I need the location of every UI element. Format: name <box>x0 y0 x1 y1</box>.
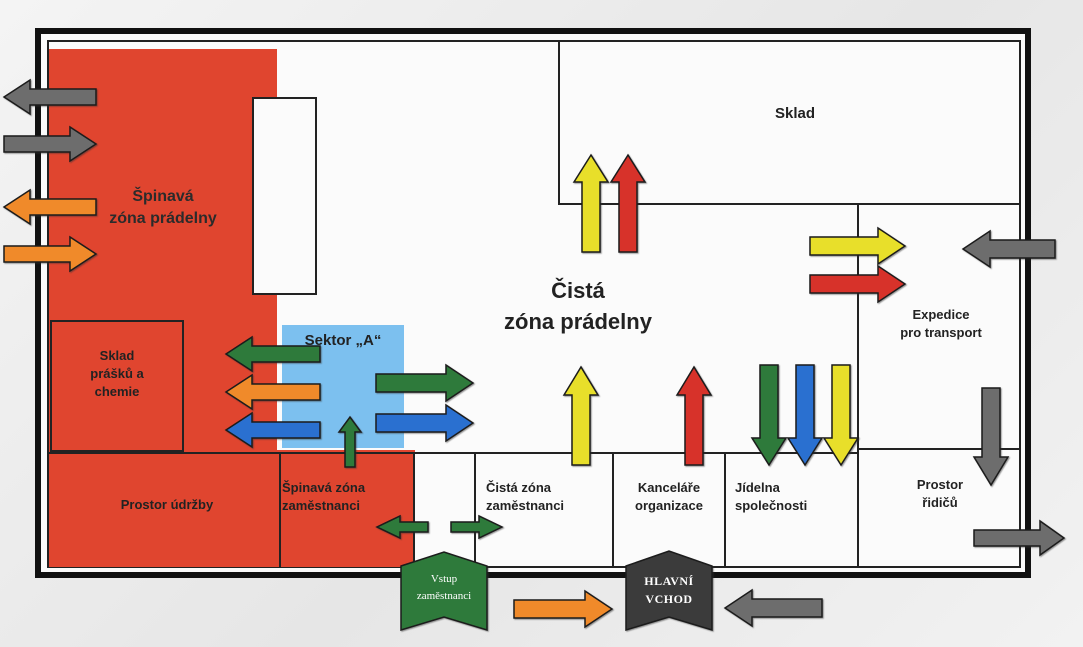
label-main-entrance: HLAVNÍ VCHOD <box>644 574 694 606</box>
gray-arrow-down-drivers <box>972 387 1010 487</box>
yellow-arrow-down-canteen <box>822 364 860 467</box>
gray-arrow-right-1 <box>3 125 98 163</box>
yellow-arrow-right-expedition <box>809 226 907 266</box>
orange-arrow-right-bottom <box>513 589 614 629</box>
green-arrow-down-canteen <box>750 364 788 467</box>
red-arrow-up-warehouse <box>609 153 647 253</box>
label-maintenance: Prostor údržby <box>120 497 214 512</box>
label-offices: Kanceláře organizace <box>635 480 703 513</box>
green-arrow-right-sector <box>375 363 475 403</box>
orange-arrow-left-1 <box>2 188 97 226</box>
label-clean-laundry: Čistá zóna prádelny <box>504 278 652 334</box>
label-warehouse: Sklad <box>774 105 816 122</box>
staff-entrance-marker <box>400 551 488 632</box>
plan-inner-frame <box>47 40 1021 568</box>
red-arrow-right-expedition <box>809 264 907 304</box>
dirty-zone-column <box>252 97 317 295</box>
powder-storage-box <box>50 320 184 452</box>
gray-arrow-left-1 <box>2 78 97 116</box>
label-sector-a: Sektor „A“ <box>304 332 382 349</box>
red-arrow-up-offices <box>675 365 713 466</box>
label-staff-entrance: Vstup zaměstnanci <box>416 573 472 602</box>
gray-arrow-left-bottom <box>723 588 823 628</box>
gray-arrow-right-exit <box>973 519 1066 557</box>
label-expedition: Expedice pro transport <box>900 307 982 340</box>
main-entrance-marker <box>625 550 713 632</box>
blue-arrow-left-sector <box>224 411 321 449</box>
label-dirty-staff: Špinavá zóna zaměstnanci <box>282 480 366 513</box>
orange-arrow-left-sector <box>224 373 321 411</box>
label-drivers: Prostor řidičů <box>916 477 964 510</box>
green-arrow-left-sector <box>224 335 321 373</box>
green-arrow-up-small <box>337 415 363 468</box>
yellow-arrow-up-clean-staff <box>562 365 600 466</box>
label-dirty-laundry: Špinavá zóna prádelny <box>109 188 217 227</box>
lower-red-zone <box>49 450 415 567</box>
green-arrow-right-corridor <box>450 514 504 540</box>
label-powder-storage: Sklad prášků a chemie <box>90 348 144 399</box>
gray-arrow-left-expedition <box>961 229 1056 269</box>
yellow-arrow-up-warehouse <box>572 153 610 253</box>
drivers-box <box>857 448 1021 568</box>
label-clean-staff: Čistá zóna zaměstnanci <box>486 480 565 513</box>
label-canteen: Jídelna společnosti <box>735 480 808 513</box>
orange-arrow-right-1 <box>3 235 98 273</box>
warehouse-box <box>558 40 1021 205</box>
blue-arrow-down-canteen <box>786 364 824 467</box>
green-arrow-left-corridor <box>375 514 429 540</box>
blue-arrow-right-sector <box>375 403 475 443</box>
